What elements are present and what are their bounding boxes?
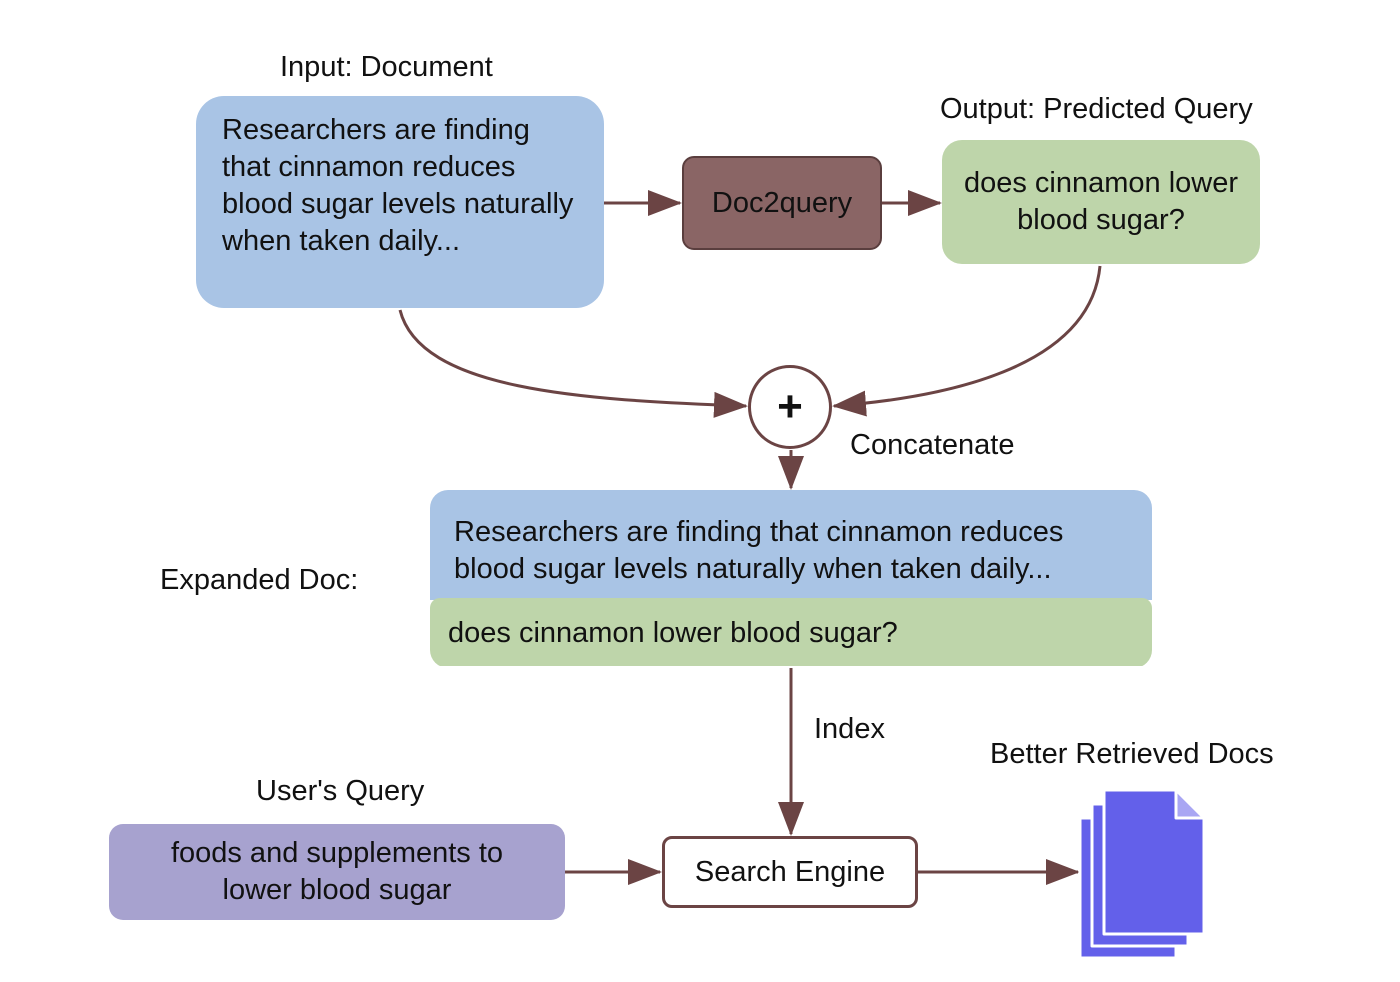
search-engine-box: Search Engine (662, 836, 918, 908)
user-query-box: foods and supplements to lower blood sug… (109, 824, 565, 920)
documents-stack-icon (1078, 788, 1206, 960)
better-retrieved-docs-label: Better Retrieved Docs (990, 738, 1274, 770)
expanded-doc-original-section: Researchers are finding that cinnamon re… (430, 490, 1152, 600)
arrow-doc-to-concat (398, 309, 748, 418)
expanded-doc-query-section: does cinnamon lower blood sugar? (430, 598, 1152, 666)
expanded-doc-query-text: does cinnamon lower blood sugar? (448, 617, 898, 649)
user-query-text: foods and supplements to lower blood sug… (170, 837, 504, 906)
concatenate-plus-operator: + (748, 365, 832, 449)
output-predicted-query-label: Output: Predicted Query (940, 93, 1253, 125)
predicted-query-box: does cinnamon lower blood sugar? (942, 140, 1260, 264)
expanded-doc-box: Researchers are finding that cinnamon re… (430, 490, 1152, 668)
expanded-doc-text: Researchers are finding that cinnamon re… (454, 516, 1064, 585)
users-query-label: User's Query (256, 775, 425, 807)
expanded-doc-label: Expanded Doc: (160, 564, 359, 596)
plus-symbol: + (777, 382, 803, 431)
concatenate-label: Concatenate (850, 429, 1015, 461)
document-text: Researchers are finding that cinnamon re… (222, 114, 574, 257)
index-label: Index (814, 713, 885, 745)
predicted-query-text: does cinnamon lower blood sugar? (963, 167, 1239, 236)
input-document-label: Input: Document (280, 51, 493, 83)
input-document-box: Researchers are finding that cinnamon re… (196, 96, 604, 308)
search-engine-text: Search Engine (694, 855, 886, 888)
model-name: Doc2query (711, 186, 853, 219)
arrow-query-to-concat (832, 265, 1102, 417)
doc2query-model-box: Doc2query (682, 156, 882, 250)
